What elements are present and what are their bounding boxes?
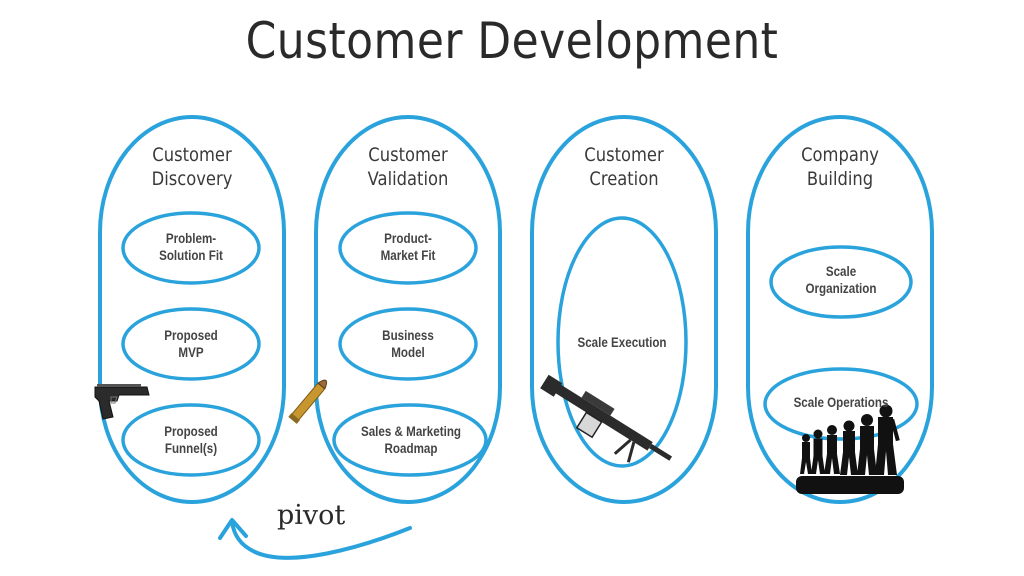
pivot-arrow-curve (230, 520, 412, 560)
goal-scale-operations: Scale Operations (793, 395, 889, 410)
machine-gun-icon (540, 374, 673, 463)
goal-outline (338, 211, 478, 285)
stage-title-company-building: Company Building (801, 144, 879, 190)
goal-scale-organization: Scale Organization (805, 264, 877, 296)
stage-title-customer-creation: Customer Creation (584, 144, 664, 190)
stage-outline (530, 115, 718, 504)
goal-business-model: Business Model (382, 328, 434, 360)
goal-outline (763, 367, 919, 441)
pivot-arrow-head (218, 518, 248, 540)
stage-title-customer-discovery: Customer Discovery (151, 144, 233, 190)
pistol-icon (94, 384, 150, 420)
stage-title-customer-validation: Customer Validation (367, 144, 449, 190)
goal-problem-solution-fit: Problem- Solution Fit (159, 231, 223, 263)
pivot-arrow (218, 518, 412, 560)
stage-company-building (746, 115, 934, 504)
goal-outline (121, 403, 261, 477)
goal-product-market-fit: Product- Market Fit (380, 231, 436, 263)
goal-outline (338, 307, 478, 381)
stage-outline (314, 115, 502, 504)
bullet-icon (288, 379, 328, 424)
stage-outline (746, 115, 934, 504)
stage-customer-validation (314, 115, 502, 504)
pivot-label: pivot (277, 500, 346, 531)
stage-outline (98, 115, 286, 504)
soldiers-silhouette-icon (796, 404, 904, 494)
goal-outline (556, 216, 688, 468)
stage-customer-creation (530, 115, 718, 504)
goal-outline (121, 211, 261, 285)
goal-sales-marketing-roadmap: Sales & Marketing Roadmap (360, 424, 462, 456)
goal-outline (121, 307, 261, 381)
goal-outline (332, 403, 488, 477)
goal-scale-execution: Scale Execution (577, 335, 667, 350)
page-title: Customer Development (245, 12, 779, 70)
stage-customer-discovery (98, 115, 286, 504)
goal-proposed-funnels: Proposed Funnel(s) (164, 424, 218, 456)
goal-proposed-mvp: Proposed MVP (164, 328, 218, 360)
goal-outline (769, 245, 913, 319)
